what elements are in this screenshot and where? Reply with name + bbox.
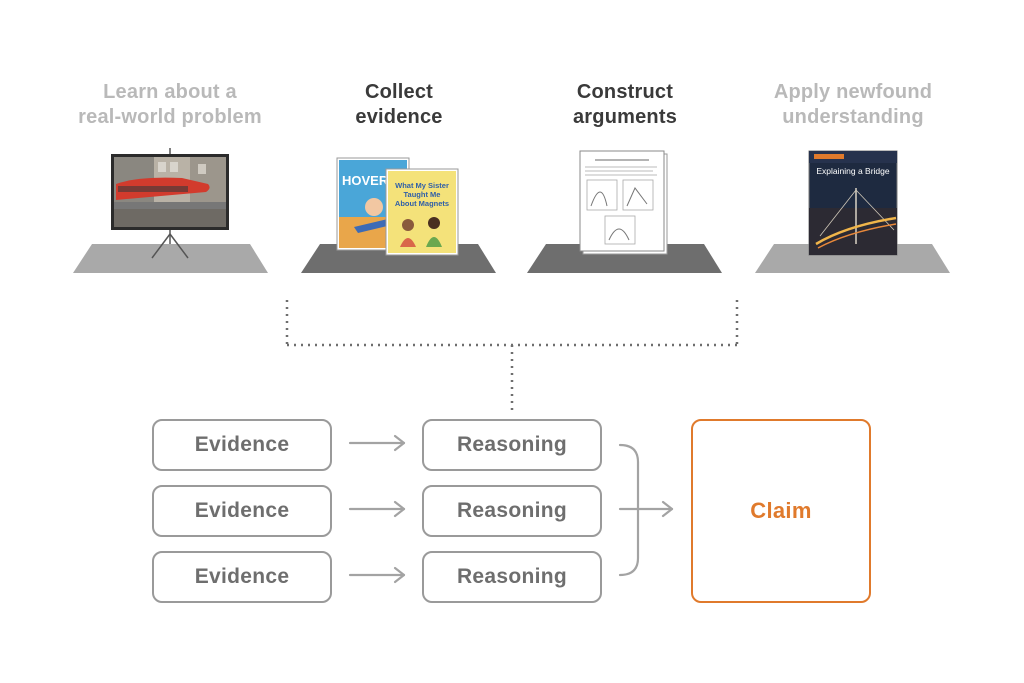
claim-label: Claim — [750, 498, 812, 523]
arrow-row-3 — [348, 566, 406, 584]
platform-apply — [755, 244, 950, 273]
reasoning-box-3: Reasoning — [422, 551, 602, 603]
reasoning-label: Reasoning — [456, 433, 568, 456]
arrow-row-2 — [348, 500, 406, 518]
reasoning-box-1: Reasoning — [422, 419, 602, 471]
bridge-book-image: Explaining a Bridge — [808, 150, 898, 256]
step-title-construct: Construct arguments — [572, 81, 678, 128]
reasoning-box-2: Reasoning — [422, 485, 602, 537]
reasoning-label: Reasoning — [456, 499, 568, 522]
evidence-label: Evidence — [194, 433, 290, 456]
books-image: HOVERBO What My Sister Taught Me About M… — [336, 157, 459, 256]
book-title-bridge: Explaining a Bridge — [816, 166, 890, 176]
arrow-to-claim — [661, 500, 674, 518]
step-title-apply: Apply newfound understanding — [773, 81, 933, 128]
evidence-label: Evidence — [194, 499, 290, 522]
step-title-collect: Collect evidence — [355, 81, 443, 128]
evidence-label: Evidence — [194, 565, 290, 588]
reasoning-label: Reasoning — [456, 565, 568, 588]
platform-construct — [527, 244, 722, 273]
worksheet-image — [579, 150, 668, 255]
evidence-box-3: Evidence — [152, 551, 332, 603]
svg-text:What My Sister: What My Sister — [395, 181, 449, 190]
arrow-row-1 — [348, 434, 406, 452]
evidence-box-2: Evidence — [152, 485, 332, 537]
svg-text:Taught Me: Taught Me — [404, 190, 441, 199]
step-title-learn: Learn about a real-world problem — [78, 81, 262, 128]
svg-text:About Magnets: About Magnets — [395, 199, 449, 208]
claim-box: Claim — [691, 419, 871, 603]
monorail-screen-image — [111, 148, 229, 259]
evidence-box-1: Evidence — [152, 419, 332, 471]
platform-learn — [73, 244, 268, 273]
